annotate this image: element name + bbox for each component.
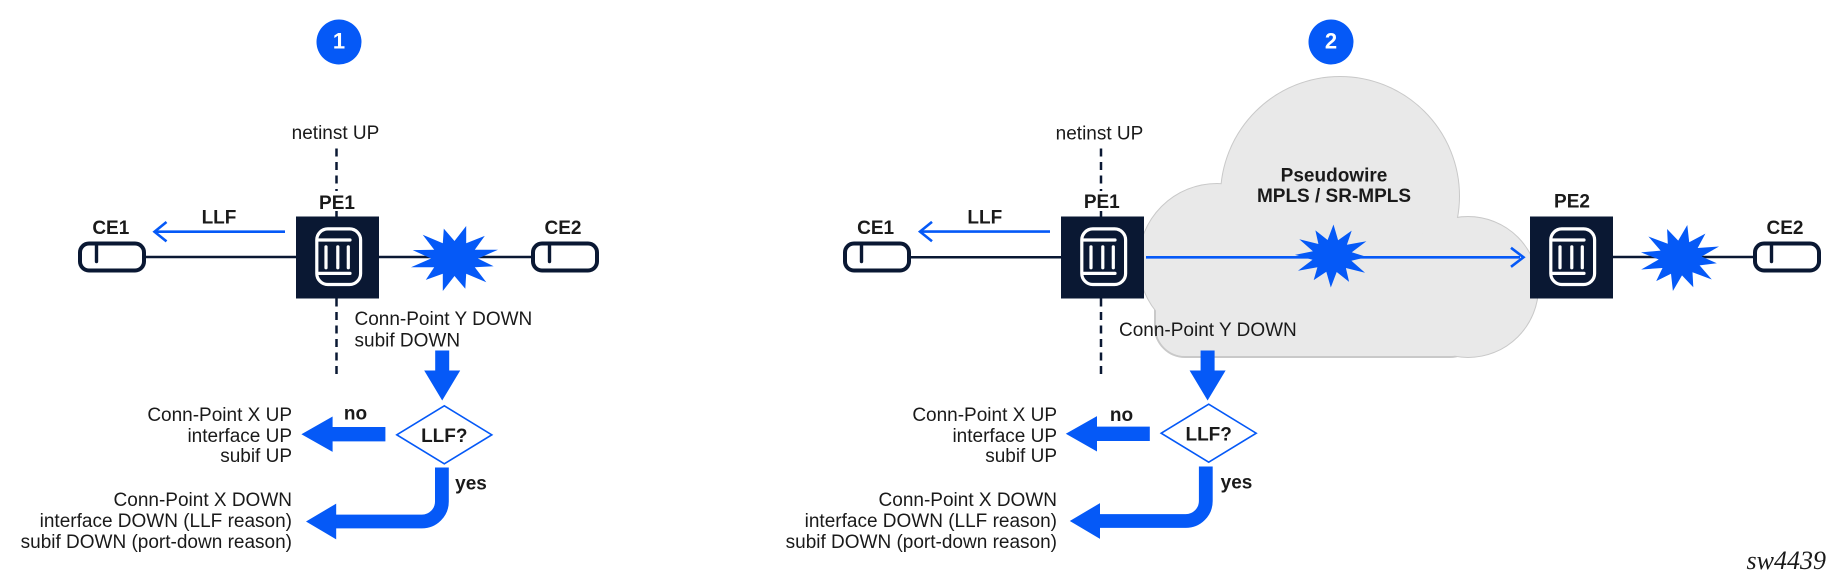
svg-text:PE1: PE1: [319, 193, 355, 214]
svg-text:no: no: [344, 404, 367, 425]
svg-text:interface DOWN (LLF reason): interface DOWN (LLF reason): [40, 511, 292, 532]
svg-text:Conn-Point X UP: Conn-Point X UP: [147, 405, 292, 426]
svg-text:CE2: CE2: [1767, 218, 1804, 239]
svg-text:CE1: CE1: [857, 218, 894, 239]
svg-text:netinst UP: netinst UP: [292, 123, 380, 144]
svg-text:no: no: [1110, 405, 1133, 426]
svg-text:Conn-Point Y DOWN: Conn-Point Y DOWN: [1119, 320, 1297, 341]
svg-text:interface UP: interface UP: [187, 426, 292, 447]
svg-text:2: 2: [1325, 29, 1337, 54]
svg-text:Conn-Point Y DOWN: Conn-Point Y DOWN: [355, 309, 533, 330]
svg-text:LLF: LLF: [967, 208, 1002, 229]
svg-text:Conn-Point X DOWN: Conn-Point X DOWN: [114, 490, 292, 511]
svg-text:PE1: PE1: [1084, 192, 1120, 213]
svg-text:LLF?: LLF?: [421, 426, 467, 447]
svg-text:LLF: LLF: [202, 208, 237, 229]
svg-text:PE2: PE2: [1554, 192, 1590, 213]
svg-text:interface UP: interface UP: [952, 426, 1057, 447]
svg-text:Pseudowire: Pseudowire: [1281, 166, 1388, 187]
svg-text:yes: yes: [455, 474, 487, 495]
svg-text:sw4439: sw4439: [1747, 546, 1826, 575]
svg-text:CE2: CE2: [545, 218, 582, 239]
svg-text:CE1: CE1: [92, 218, 129, 239]
svg-text:MPLS / SR-MPLS: MPLS / SR-MPLS: [1257, 186, 1411, 207]
svg-text:yes: yes: [1221, 473, 1253, 494]
svg-text:1: 1: [333, 29, 345, 54]
svg-text:netinst UP: netinst UP: [1056, 124, 1144, 145]
svg-text:interface DOWN (LLF reason): interface DOWN (LLF reason): [805, 511, 1057, 532]
svg-text:subif DOWN (port-down reason): subif DOWN (port-down reason): [786, 532, 1057, 553]
svg-text:Conn-Point X UP: Conn-Point X UP: [912, 405, 1057, 426]
svg-text:subif UP: subif UP: [220, 446, 292, 467]
svg-text:LLF?: LLF?: [1185, 424, 1231, 445]
svg-text:subif DOWN: subif DOWN: [355, 330, 461, 351]
svg-text:Conn-Point X DOWN: Conn-Point X DOWN: [879, 490, 1057, 511]
svg-text:subif UP: subif UP: [985, 446, 1057, 467]
svg-text:subif DOWN (port-down reason): subif DOWN (port-down reason): [21, 532, 292, 553]
